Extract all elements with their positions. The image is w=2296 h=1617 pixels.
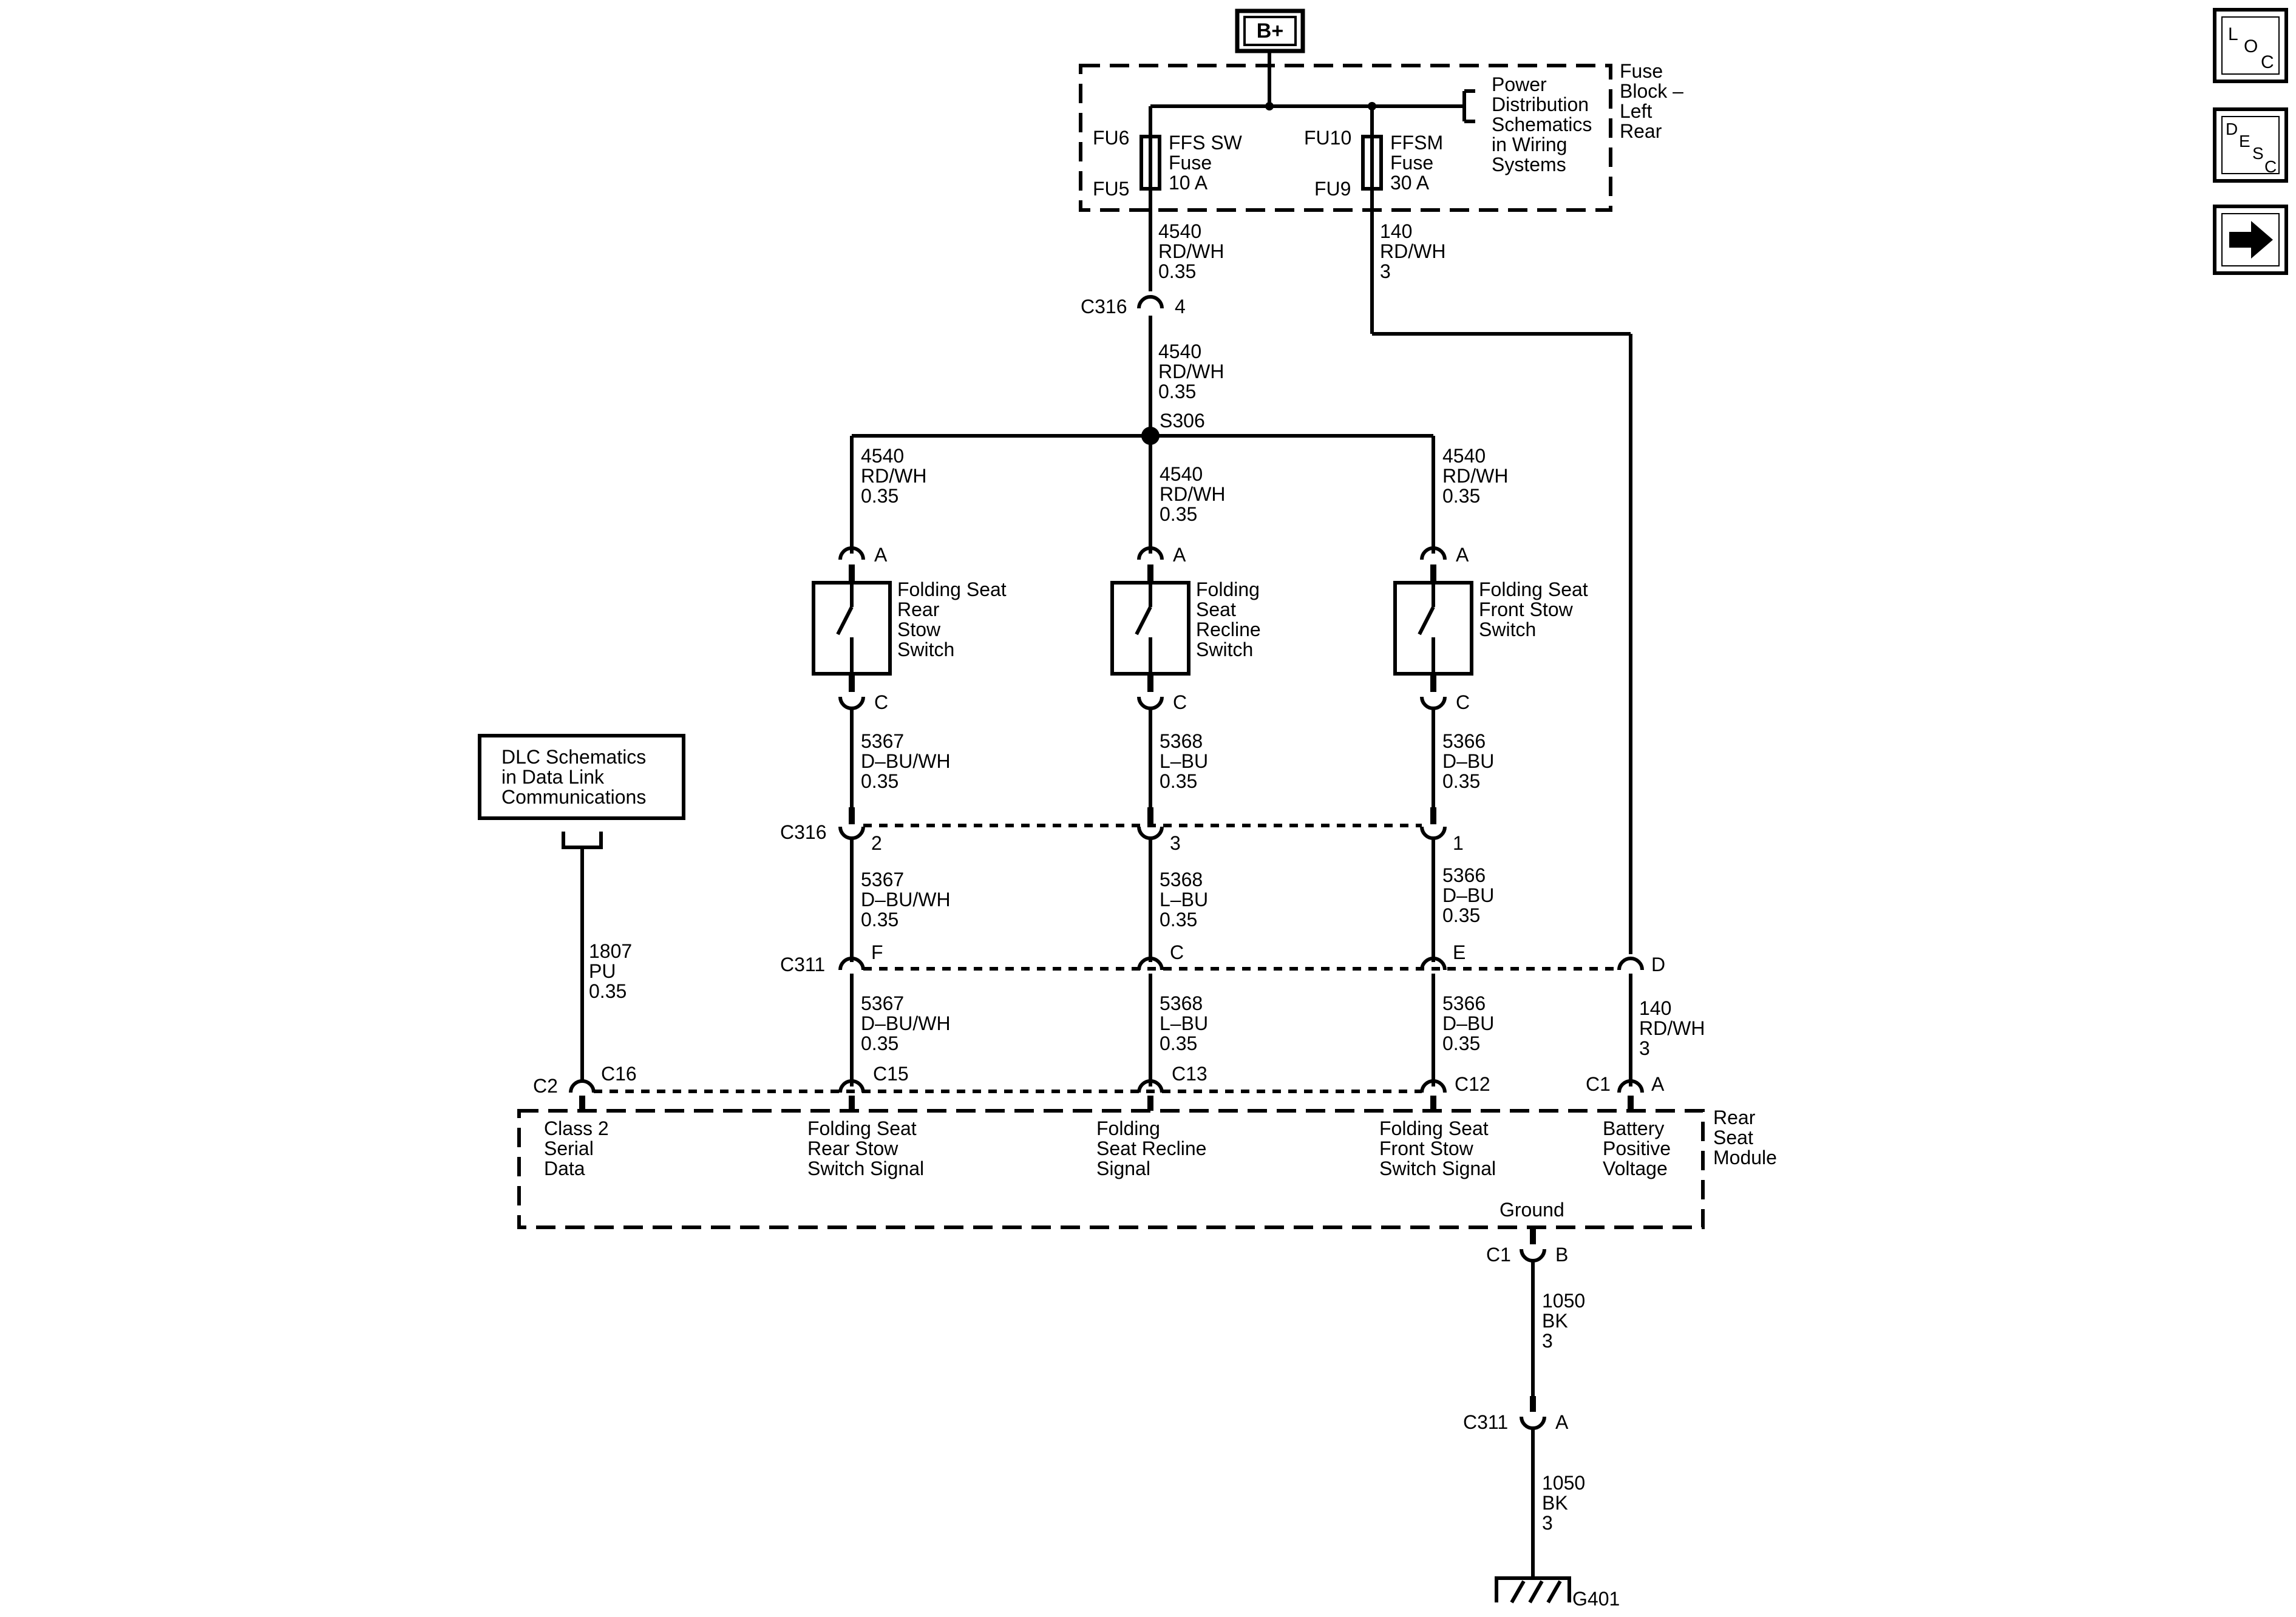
c311-pin-f: F (871, 941, 883, 963)
svg-text:O: O (2244, 36, 2258, 56)
wire-4540-right-label: 4540 RD/WH 0.35 (1442, 445, 1513, 507)
switch-right-pin-a: A (1456, 544, 1469, 566)
wire-4540-top-label: 4540 RD/WH 0.35 (1158, 220, 1229, 282)
wire-5368-label-3: 5368 L–BU 0.35 (1160, 992, 1214, 1054)
wire-1807-label: 1807 PU 0.35 (589, 940, 637, 1002)
switch-left-pin-a: A (874, 544, 888, 566)
c316-pin-2: 2 (871, 832, 882, 854)
svg-text:C: C (2261, 52, 2274, 72)
ground-c311-name: C311 (1463, 1411, 1508, 1433)
fuse2-top-pin: FU10 (1304, 127, 1351, 149)
switch-left-label: Folding Seat Rear Stow Switch (897, 578, 1012, 660)
switch-mid-pin-c: C (1173, 691, 1187, 713)
fuse1-label: FFS SW Fuse 10 A (1169, 132, 1248, 194)
svg-text:E: E (2239, 132, 2250, 151)
c311-pin-c: C (1170, 941, 1184, 963)
wire-5366-label-2: 5366 D–BU 0.35 (1442, 864, 1500, 926)
module-rear-stow-label: Folding Seat Rear Stow Switch Signal (807, 1117, 924, 1179)
module-ground-label: Ground (1500, 1199, 1564, 1221)
module-recline-label: Folding Seat Recline Signal (1096, 1117, 1212, 1179)
wire-5368-label-2: 5368 L–BU 0.35 (1160, 869, 1214, 931)
switch-mid-pin-a: A (1173, 544, 1186, 566)
wire-140-bottom-label: 140 RD/WH 3 (1639, 997, 1710, 1059)
module-name-label: Rear Seat Module (1713, 1107, 1777, 1168)
fuse2-label: FFSM Fuse 30 A (1390, 132, 1449, 194)
arrow-right-icon (2229, 221, 2273, 259)
svg-text:L: L (2228, 24, 2238, 44)
switch-mid-label: Folding Seat Recline Switch (1196, 578, 1266, 660)
fuse1-bottom-pin: FU5 (1093, 178, 1129, 200)
loc-button[interactable]: L O C (2213, 8, 2288, 83)
next-button[interactable] (2213, 205, 2288, 275)
splice-s306: S306 (1160, 410, 1205, 432)
fuse-block-label: Fuse Block – Left Rear (1620, 60, 1689, 142)
b-plus-label: B+ (1257, 19, 1283, 42)
wire-5367-label-3: 5367 D–BU/WH 0.35 (861, 992, 956, 1054)
wire-5366-label-3: 5366 D–BU 0.35 (1442, 992, 1500, 1054)
module-battery-label: Battery Positive Voltage (1603, 1117, 1676, 1179)
module-c2: C2 (533, 1075, 558, 1097)
c311-row-name: C311 (780, 954, 825, 975)
module-front-stow-label: Folding Seat Front Stow Switch Signal (1379, 1117, 1496, 1179)
c311-pin-d: D (1651, 954, 1665, 975)
svg-text:S: S (2252, 144, 2264, 163)
wire-5367-label-2: 5367 D–BU/WH 0.35 (861, 869, 956, 931)
c311-pin-e: E (1453, 941, 1466, 963)
ground-c1-name: C1 (1486, 1244, 1511, 1266)
svg-text:C: C (2264, 157, 2277, 176)
wire-1050-label-1: 1050 BK 3 (1542, 1290, 1591, 1352)
dlc-ref-label: DLC Schematics in Data Link Communicatio… (501, 746, 651, 808)
c316-row-name: C316 (780, 821, 827, 843)
switch-right-label: Folding Seat Front Stow Switch (1479, 578, 1594, 640)
wire-1050-label-2: 1050 BK 3 (1542, 1472, 1591, 1534)
fuse2-bottom-pin: FU9 (1314, 178, 1351, 200)
ground-c311-pin: A (1555, 1411, 1569, 1433)
module-class2-label: Class 2 Serial Data (544, 1117, 614, 1179)
c316-pin-3: 3 (1170, 832, 1181, 854)
wire-4540-mid-label: 4540 RD/WH 0.35 (1160, 463, 1231, 525)
ground-c1-pin: B (1555, 1244, 1568, 1266)
wire-140-top-label: 140 RD/WH 3 (1380, 220, 1451, 282)
fuse1-top-pin: FU6 (1093, 127, 1129, 149)
module-pin-a: A (1651, 1073, 1665, 1095)
wire-5366-label-1: 5366 D–BU 0.35 (1442, 730, 1500, 792)
wire-5367-label-1: 5367 D–BU/WH 0.35 (861, 730, 956, 792)
module-c1: C1 (1586, 1073, 1611, 1095)
module-pin-c13: C13 (1172, 1063, 1207, 1085)
c316-pin-1: 1 (1453, 832, 1464, 854)
wire-5368-label-1: 5368 L–BU 0.35 (1160, 730, 1214, 792)
desc-button[interactable]: D E S C (2213, 107, 2288, 183)
svg-text:D: D (2226, 120, 2238, 138)
wire-4540-left-label: 4540 RD/WH 0.35 (861, 445, 932, 507)
c316-top-pin: 4 (1175, 296, 1186, 317)
module-pin-c12: C12 (1455, 1073, 1490, 1095)
module-pin-c15: C15 (873, 1063, 909, 1085)
switch-left-pin-c: C (874, 691, 888, 713)
module-pin-c16: C16 (601, 1063, 637, 1085)
wire-4540-second-label: 4540 RD/WH 0.35 (1158, 341, 1229, 402)
c316-top-name: C316 (1081, 296, 1127, 317)
ground-g401: G401 (1572, 1588, 1620, 1610)
power-distribution-ref: Power Distribution Schematics in Wiring … (1492, 73, 1597, 175)
switch-right-pin-c: C (1456, 691, 1470, 713)
